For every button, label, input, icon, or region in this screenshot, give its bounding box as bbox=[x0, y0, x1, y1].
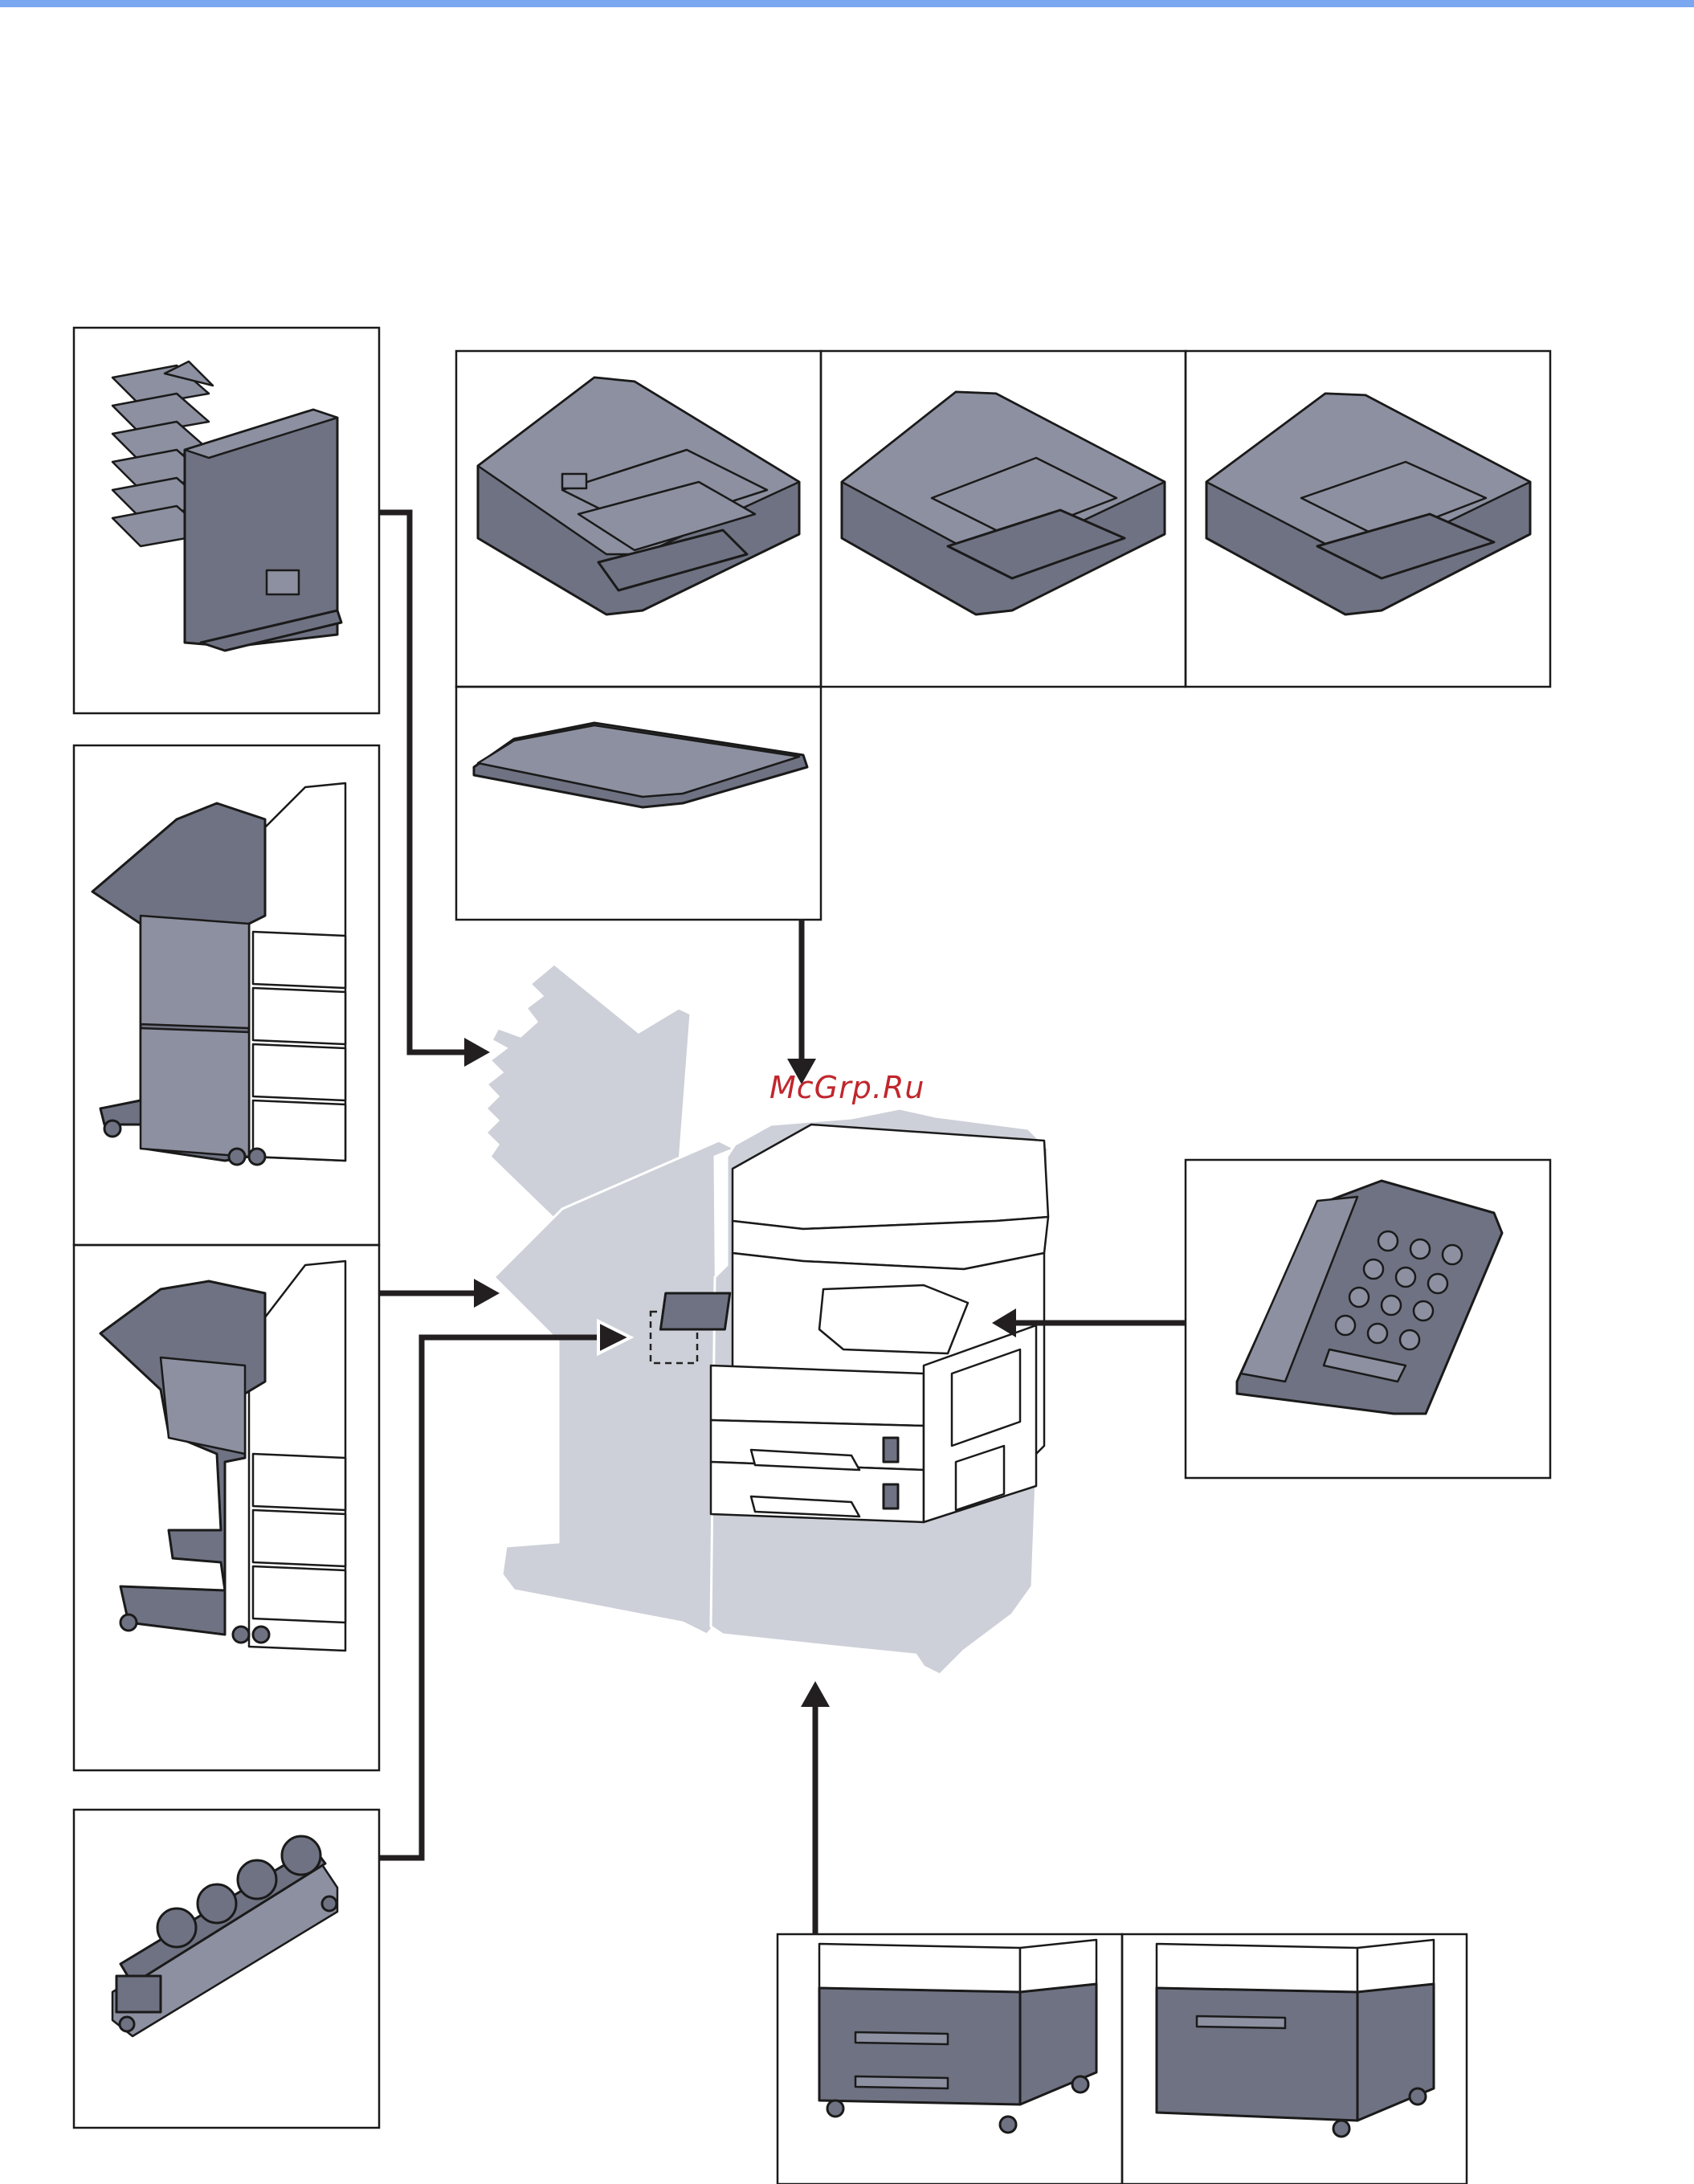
watermark-text: McGrp.Ru bbox=[769, 1070, 925, 1105]
panel-finisher-mailbox[interactable] bbox=[74, 328, 379, 713]
panel-paper-feeder-2[interactable] bbox=[1122, 1934, 1467, 2184]
staple-finisher-icon bbox=[92, 783, 345, 1165]
arrow-mailbox-finisher bbox=[379, 512, 464, 1052]
numeric-keypad-icon bbox=[1237, 1181, 1502, 1414]
punch-unit-icon bbox=[112, 1836, 337, 2036]
document-processor-icon bbox=[842, 392, 1165, 614]
mfp-printer-icon bbox=[660, 1125, 1048, 1522]
mailbox-finisher-icon bbox=[112, 361, 341, 651]
document-processor-icon bbox=[478, 378, 799, 614]
panel-finisher-booklet[interactable] bbox=[74, 1245, 379, 1770]
panel-platen-cover[interactable] bbox=[456, 687, 821, 920]
booklet-finisher-icon bbox=[100, 1261, 345, 1651]
platen-cover-icon bbox=[474, 723, 807, 807]
panel-document-processor-1[interactable] bbox=[456, 351, 821, 687]
document-processor-icon bbox=[1206, 394, 1530, 614]
finisher-body-silhouette bbox=[494, 1141, 735, 1635]
paper-feeder-icon bbox=[819, 1940, 1096, 2133]
main-device bbox=[486, 964, 1048, 1675]
panel-document-processor-3[interactable] bbox=[1186, 351, 1550, 687]
paper-feeder-icon bbox=[1157, 1940, 1434, 2137]
panel-numeric-keypad[interactable] bbox=[1186, 1160, 1550, 1478]
panel-punch-unit[interactable] bbox=[74, 1810, 379, 2128]
panel-document-processor-2[interactable] bbox=[821, 351, 1186, 687]
panel-paper-feeder-1[interactable] bbox=[778, 1934, 1122, 2184]
panel-finisher-staple[interactable] bbox=[74, 745, 379, 1245]
